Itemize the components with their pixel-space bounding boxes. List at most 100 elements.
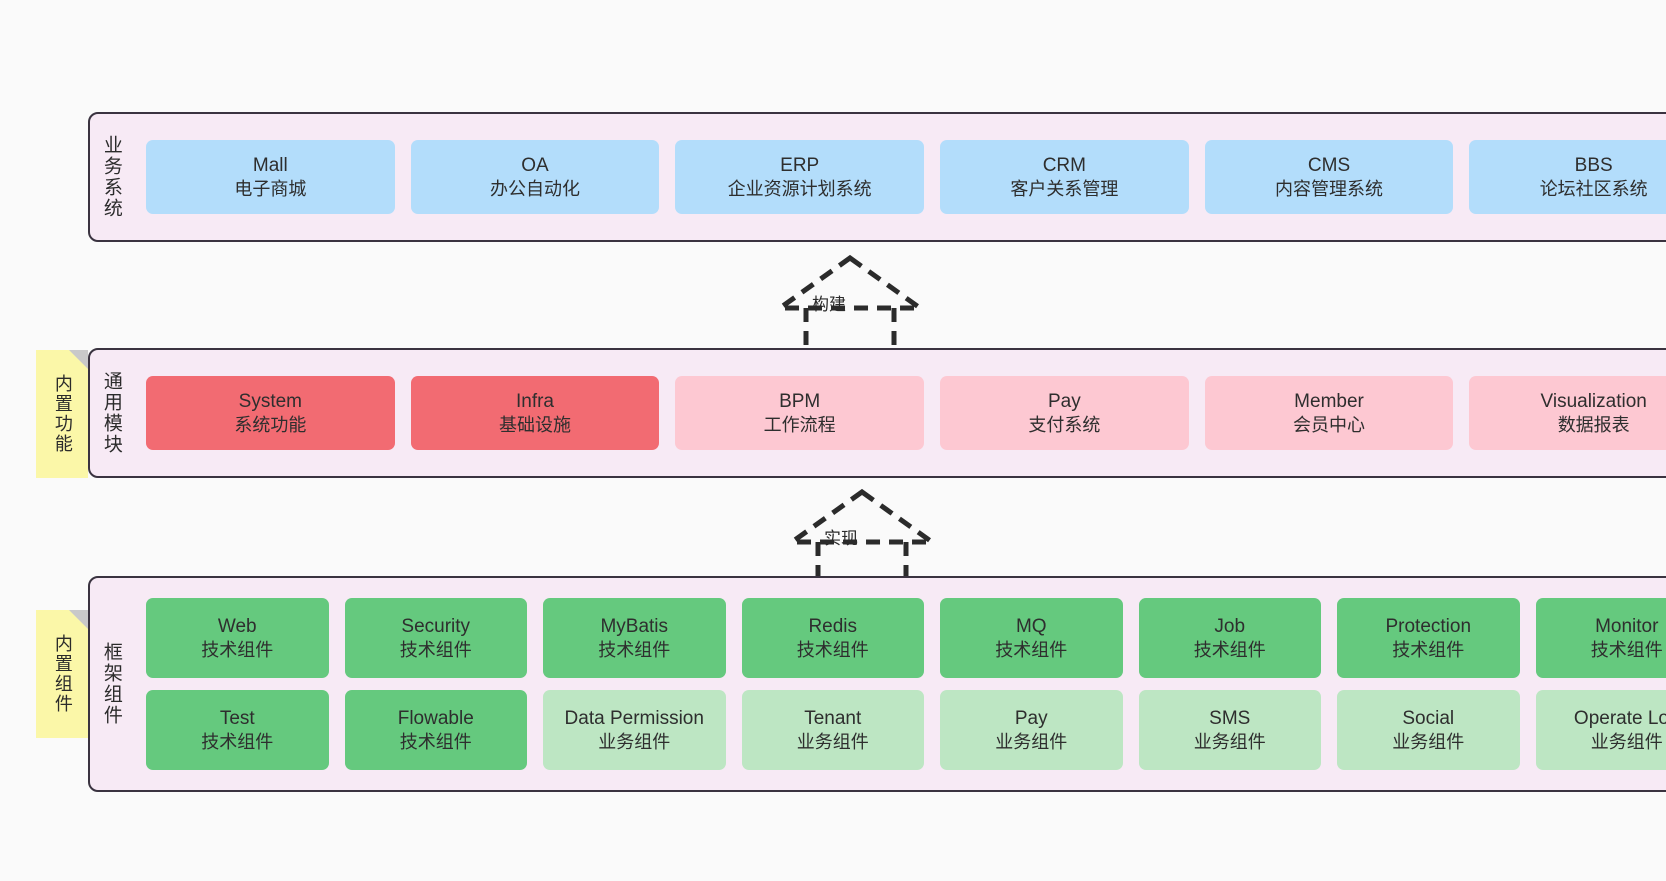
card-title: Member [1294, 390, 1364, 412]
card-tenant[interactable]: Tenant 业务组件 [741, 690, 924, 770]
card-subtitle: 业务组件 [995, 731, 1068, 752]
card-title: Pay [1047, 390, 1081, 412]
card-subtitle: 内容管理系统 [1275, 178, 1384, 199]
card-flowable[interactable]: Flowable 技术组件 [344, 690, 527, 770]
card-title: Data Permission [564, 707, 704, 729]
card-erp[interactable]: ERP 企业资源计划系统 [675, 140, 925, 214]
layer-common-modules: 通用模块 System 系统功能 Infra 基础设施 BPM 工作流程 Pay… [88, 348, 1666, 478]
card-title: Security [401, 615, 471, 637]
card-crm[interactable]: CRM 客户关系管理 [940, 140, 1189, 214]
connector-build-label: 构建 [812, 295, 846, 314]
card-monitor[interactable]: Monitor 技术组件 [1535, 598, 1666, 678]
sticky-note-label: 内置功能 [52, 374, 73, 454]
card-subtitle: 数据报表 [1557, 414, 1630, 435]
card-job[interactable]: Job 技术组件 [1138, 598, 1321, 678]
card-redis[interactable]: Redis 技术组件 [741, 598, 924, 678]
card-title: Mall [252, 154, 288, 176]
connector-implement: 实现 [762, 486, 962, 586]
generalization-arrow-icon [784, 488, 940, 586]
card-mall[interactable]: Mall 电子商城 [146, 140, 395, 214]
card-subtitle: 业务组件 [1392, 731, 1465, 752]
card-data-permission[interactable]: Data Permission 业务组件 [543, 690, 726, 770]
card-subtitle: 业务组件 [796, 731, 869, 752]
layer-title-framework: 框架组件 [100, 642, 122, 726]
card-subtitle: 会员中心 [1293, 414, 1366, 435]
card-title: Job [1214, 615, 1246, 637]
connector-build: 构建 [750, 252, 950, 352]
card-operate-log[interactable]: Operate Log 业务组件 [1535, 690, 1666, 770]
layer-body-business: Mall 电子商城 OA 办公自动化 ERP 企业资源计划系统 CRM 客户关系… [132, 114, 1666, 240]
card-subtitle: 技术组件 [1193, 639, 1266, 660]
layer-body-common: System 系统功能 Infra 基础设施 BPM 工作流程 Pay 支付系统… [132, 350, 1666, 476]
common-card-row: System 系统功能 Infra 基础设施 BPM 工作流程 Pay 支付系统… [146, 376, 1666, 450]
card-subtitle: 基础设施 [499, 414, 571, 435]
card-pay[interactable]: Pay 支付系统 [940, 376, 1189, 450]
framework-card-row-technical: Web 技术组件 Security 技术组件 MyBatis 技术组件 Redi… [146, 598, 1666, 678]
card-title: Social [1402, 707, 1455, 729]
card-title: MQ [1015, 615, 1047, 637]
card-subtitle: 技术组件 [399, 731, 472, 752]
card-title: Flowable [397, 707, 474, 729]
card-title: BPM [779, 390, 821, 412]
layer-framework-components: 框架组件 Web 技术组件 Security 技术组件 MyBatis 技术组件… [88, 576, 1666, 792]
card-subtitle: 技术组件 [796, 639, 869, 660]
card-subtitle: 客户关系管理 [1010, 178, 1119, 199]
card-bpm[interactable]: BPM 工作流程 [675, 376, 925, 450]
card-subtitle: 工作流程 [763, 414, 836, 435]
card-subtitle: 企业资源计划系统 [727, 178, 872, 199]
card-visualization[interactable]: Visualization 数据报表 [1469, 376, 1666, 450]
card-subtitle: 技术组件 [201, 639, 274, 660]
card-title: Web [217, 615, 257, 637]
card-subtitle: 技术组件 [201, 731, 274, 752]
card-subtitle: 电子商城 [234, 178, 307, 199]
card-member[interactable]: Member 会员中心 [1204, 376, 1454, 450]
card-subtitle: 业务组件 [1590, 731, 1663, 752]
card-title: SMS [1209, 707, 1251, 729]
card-subtitle: 技术组件 [995, 639, 1068, 660]
card-title: ERP [780, 154, 820, 176]
card-web[interactable]: Web 技术组件 [146, 598, 329, 678]
card-title: Protection [1385, 615, 1472, 637]
card-title: Test [219, 707, 255, 729]
card-sms[interactable]: SMS 业务组件 [1138, 690, 1321, 770]
generalization-arrow-icon [772, 254, 928, 352]
card-title: Pay [1014, 707, 1048, 729]
layer-title-common: 通用模块 [100, 371, 122, 455]
card-subtitle: 技术组件 [1392, 639, 1465, 660]
card-system[interactable]: System 系统功能 [146, 376, 395, 450]
sticky-note-builtin-components: 内置组件 [36, 610, 88, 738]
card-subtitle: 支付系统 [1028, 414, 1101, 435]
framework-card-row-business: Test 技术组件 Flowable 技术组件 Data Permission … [146, 690, 1666, 770]
card-title: Infra [515, 390, 555, 412]
card-subtitle: 业务组件 [598, 731, 671, 752]
card-subtitle: 办公自动化 [490, 178, 580, 199]
card-infra[interactable]: Infra 基础设施 [410, 376, 660, 450]
card-title: System [238, 390, 303, 412]
card-cms[interactable]: CMS 内容管理系统 [1204, 140, 1454, 214]
card-oa[interactable]: OA 办公自动化 [410, 140, 660, 214]
card-mybatis[interactable]: MyBatis 技术组件 [543, 598, 726, 678]
business-card-row: Mall 电子商城 OA 办公自动化 ERP 企业资源计划系统 CRM 客户关系… [146, 140, 1666, 214]
card-bbs[interactable]: BBS 论坛社区系统 [1469, 140, 1666, 214]
card-title: Visualization [1540, 390, 1647, 412]
card-subtitle: 业务组件 [1193, 731, 1266, 752]
card-pay-component[interactable]: Pay 业务组件 [940, 690, 1123, 770]
card-protection[interactable]: Protection 技术组件 [1337, 598, 1520, 678]
card-subtitle: 技术组件 [1590, 639, 1663, 660]
card-subtitle: 技术组件 [598, 639, 671, 660]
card-title: BBS [1574, 154, 1613, 176]
card-mq[interactable]: MQ 技术组件 [940, 598, 1123, 678]
card-title: OA [521, 154, 549, 176]
card-title: Tenant [804, 707, 862, 729]
card-title: Monitor [1595, 615, 1659, 637]
card-subtitle: 系统功能 [234, 414, 307, 435]
card-test[interactable]: Test 技术组件 [146, 690, 329, 770]
card-subtitle: 技术组件 [399, 639, 472, 660]
card-social[interactable]: Social 业务组件 [1337, 690, 1520, 770]
card-security[interactable]: Security 技术组件 [344, 598, 527, 678]
card-title: CMS [1307, 154, 1351, 176]
card-title: Operate Log [1573, 707, 1666, 729]
card-title: CRM [1042, 154, 1086, 176]
connector-implement-label: 实现 [824, 529, 858, 548]
